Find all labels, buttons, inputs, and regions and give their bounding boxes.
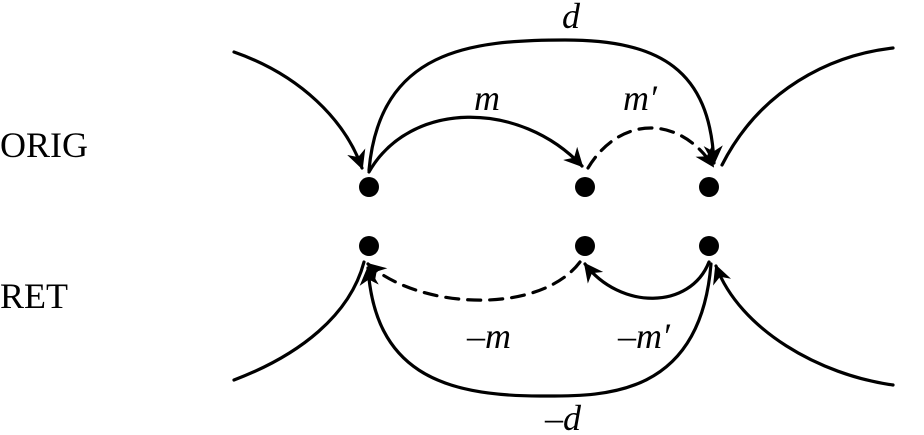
orig-edge-m bbox=[367, 115, 584, 174]
ret-edge-label-neg-m-prime: –m′ bbox=[617, 316, 671, 356]
orig-edge-label-m: m bbox=[474, 78, 500, 118]
ret-node-3 bbox=[699, 236, 719, 256]
orig-edge-d bbox=[367, 38, 723, 172]
orig-incoming-left-curve bbox=[232, 50, 366, 170]
orig-outgoing-right-curve bbox=[720, 46, 895, 167]
ret-edge-neg-m-prime bbox=[583, 260, 711, 300]
orig-edge-label-m-prime: m′ bbox=[623, 78, 658, 118]
row-label-orig: ORIG bbox=[0, 125, 88, 165]
orig-node-3 bbox=[699, 177, 719, 197]
orig-node-1 bbox=[359, 177, 379, 197]
ret-edge-neg-d bbox=[359, 262, 713, 398]
orig-edge-label-d: d bbox=[562, 0, 581, 36]
ret-edge-label-neg-m: –m bbox=[466, 316, 511, 356]
ret-node-2 bbox=[575, 236, 595, 256]
ret-incoming-left-curve bbox=[232, 260, 366, 382]
ret-edge-label-neg-d: –d bbox=[544, 398, 582, 435]
ret-edge-neg-m bbox=[366, 260, 582, 302]
ret-node-1 bbox=[359, 236, 379, 256]
orig-edge-m-prime bbox=[586, 126, 715, 170]
ret-incoming-right-curve bbox=[713, 264, 895, 387]
row-label-ret: RET bbox=[0, 276, 68, 316]
orig-node-2 bbox=[575, 177, 595, 197]
